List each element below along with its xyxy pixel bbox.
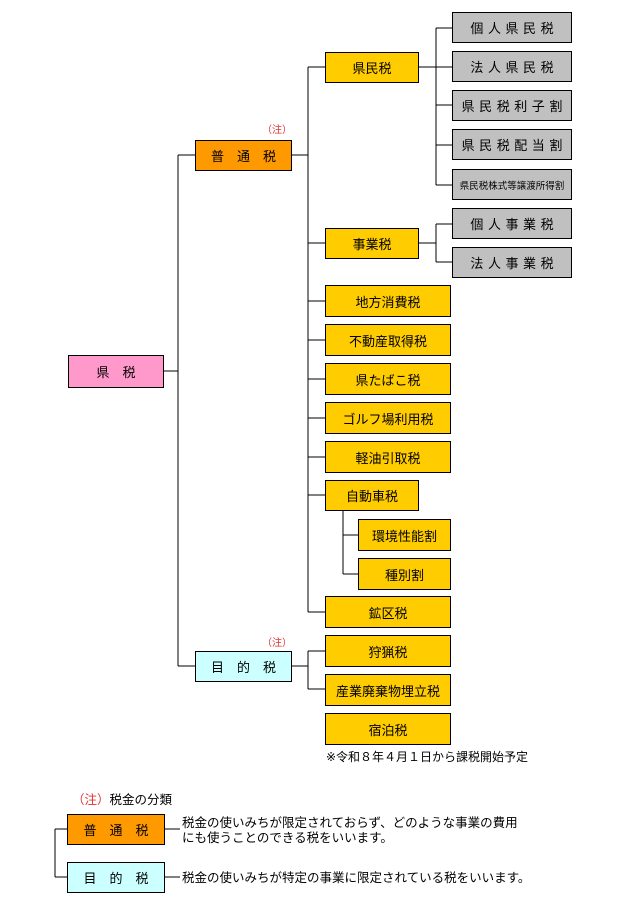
item-shukuhakuzei: 宿泊税: [325, 713, 451, 745]
sub-kojin-kenminzei: 個人県民税: [452, 12, 572, 43]
item-jidoushazei: 自動車税: [325, 480, 419, 511]
item-jigyozei: 事業税: [325, 228, 419, 259]
legend-box-futsuzei: 普 通 税: [67, 814, 165, 845]
legend-futsu-desc-2: にも使うことのできる税をいいます。: [182, 830, 393, 845]
legend-futsu-desc-1: 税金の使いみちが限定されておらず、どのような事業の費用: [182, 815, 518, 830]
sub-kenminzei-rishiwari: 県民税利子割: [452, 90, 572, 121]
sub-kenminzei-kabushiki: 県民税株式等譲渡所得割: [452, 169, 572, 200]
root-box-kenzei: 県 税: [68, 355, 164, 388]
footnote: ※令和８年４月１日から課税開始予定: [326, 750, 529, 764]
item-golfjoriyouzei: ゴルフ場利用税: [325, 402, 451, 434]
item-sangyohaikibutsu: 産業廃棄物埋立税: [325, 674, 451, 706]
item-kentabakozei: 県たばこ税: [325, 363, 451, 395]
legend-mokuteki-desc: 税金の使いみちが特定の事業に限定されている税をいいます。: [182, 870, 531, 885]
branch-box-futsuzei: 普 通 税: [195, 140, 292, 171]
item-kokuzei: 鉱区税: [325, 596, 451, 628]
item-chihoshohizei: 地方消費税: [325, 285, 451, 317]
sub-hojin-jigyozei: 法人事業税: [452, 247, 572, 278]
sub-shubetsuwari: 種別割: [358, 558, 451, 590]
legend-box-mokutekizei: 目 的 税: [67, 862, 165, 893]
legend-title-text: 税金の分類: [109, 792, 173, 807]
mokuteki-note: （注）: [262, 638, 292, 649]
item-shuryozei: 狩猟税: [325, 635, 451, 667]
item-kenminzei: 県民税: [325, 52, 419, 83]
branch-box-mokutekizei: 目 的 税: [195, 651, 292, 682]
legend-title: （注）税金の分類: [72, 792, 172, 807]
futsu-note: （注）: [262, 125, 292, 136]
item-keiyuhikitorizei: 軽油引取税: [325, 441, 451, 473]
sub-kojin-jigyozei: 個人事業税: [452, 208, 572, 239]
legend-title-note: （注）: [72, 792, 110, 807]
item-fudosanshutokuzei: 不動産取得税: [325, 324, 451, 356]
sub-hojin-kenminzei: 法人県民税: [452, 51, 572, 82]
sub-kenminzei-haitowari: 県民税配当割: [452, 129, 572, 160]
sub-kankyoseinowari: 環境性能割: [358, 519, 451, 551]
